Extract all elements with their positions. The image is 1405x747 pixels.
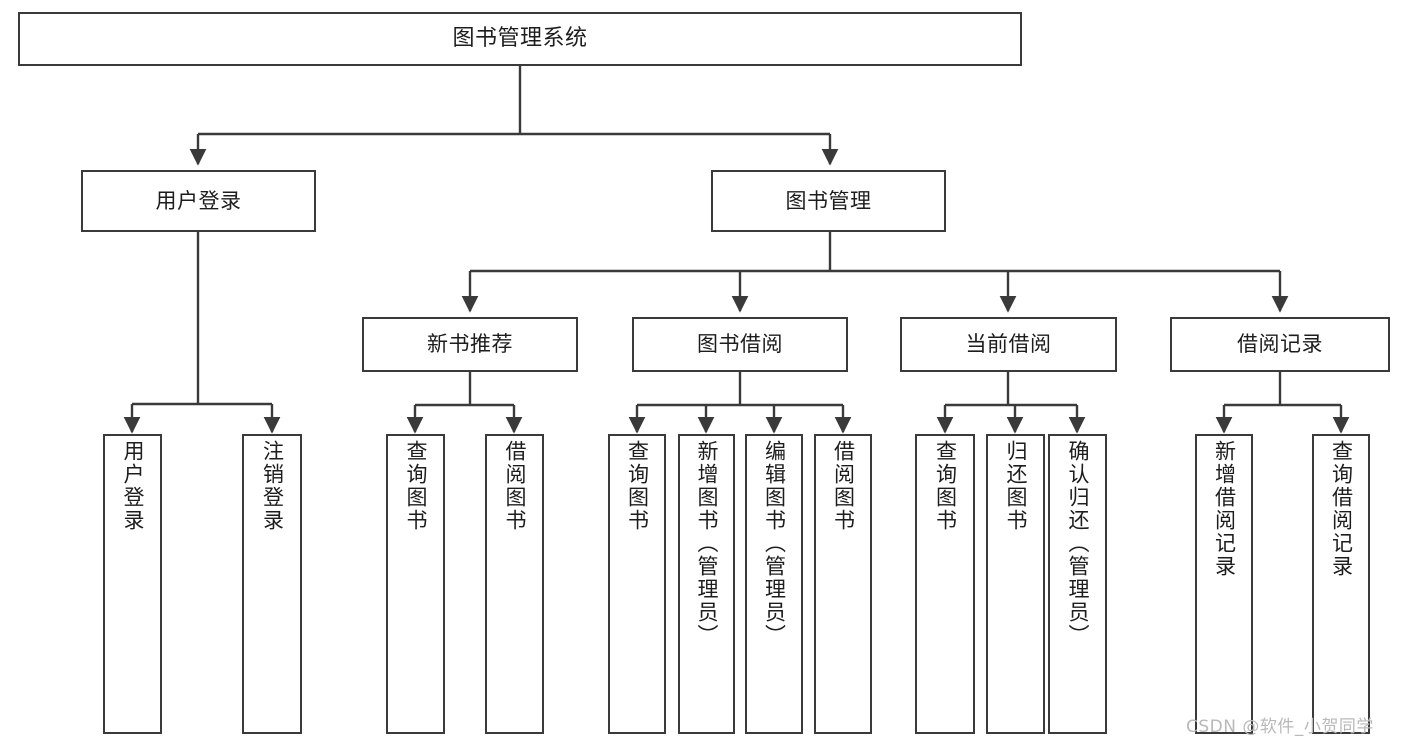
- node-label: 确认归还（管理员）: [1066, 440, 1090, 647]
- leaf-edit-book[interactable]: 编辑图书（管理员）: [745, 434, 803, 734]
- node-label: 借阅图书: [503, 440, 527, 532]
- node-label: 当前借阅: [965, 332, 1052, 357]
- node-borrow-record[interactable]: 借阅记录: [1170, 317, 1390, 372]
- leaf-query-book-1[interactable]: 查询图书: [386, 434, 445, 734]
- leaf-query-book-2[interactable]: 查询图书: [608, 434, 666, 734]
- node-label: 查询图书: [404, 440, 428, 532]
- csdn-watermark: CSDN @软件_小贺同学: [1186, 717, 1374, 737]
- node-label: 用户登录: [155, 188, 242, 213]
- node-new-book-recommend[interactable]: 新书推荐: [362, 317, 578, 372]
- node-book-manage[interactable]: 图书管理: [711, 170, 946, 232]
- node-label: 图书管理: [785, 188, 872, 213]
- node-current-borrow[interactable]: 当前借阅: [900, 317, 1117, 372]
- leaf-return-book[interactable]: 归还图书: [986, 434, 1045, 734]
- node-label: 图书管理系统: [452, 26, 588, 52]
- leaf-confirm-return[interactable]: 确认归还（管理员）: [1048, 434, 1107, 734]
- leaf-query-record[interactable]: 查询借阅记录: [1312, 434, 1370, 734]
- node-label: 用户登录: [121, 440, 145, 532]
- node-root-system[interactable]: 图书管理系统: [18, 12, 1022, 66]
- node-book-borrow[interactable]: 图书借阅: [632, 317, 848, 372]
- node-label: 新增借阅记录: [1212, 440, 1237, 578]
- node-label: 注销登录: [260, 440, 285, 532]
- leaf-user-login[interactable]: 用户登录: [103, 434, 162, 734]
- node-label: 归还图书: [1004, 440, 1028, 532]
- node-label: 图书借阅: [697, 332, 783, 357]
- node-label: 查询借阅记录: [1329, 440, 1354, 578]
- leaf-borrow-book-2[interactable]: 借阅图书: [814, 434, 872, 734]
- node-label: 借阅记录: [1237, 332, 1323, 357]
- node-label: 编辑图书（管理员）: [762, 440, 787, 647]
- leaf-user-logout[interactable]: 注销登录: [242, 434, 302, 734]
- node-label: 新增图书（管理员）: [695, 440, 719, 647]
- leaf-borrow-book-1[interactable]: 借阅图书: [485, 434, 544, 734]
- leaf-add-record[interactable]: 新增借阅记录: [1195, 434, 1253, 734]
- node-user-login[interactable]: 用户登录: [81, 170, 316, 232]
- leaf-query-book-3[interactable]: 查询图书: [915, 434, 975, 734]
- node-label: 新书推荐: [427, 332, 513, 357]
- node-label: 查询图书: [625, 440, 650, 532]
- node-label: 借阅图书: [831, 440, 856, 532]
- leaf-add-book[interactable]: 新增图书（管理员）: [678, 434, 735, 734]
- node-label: 查询图书: [933, 440, 958, 532]
